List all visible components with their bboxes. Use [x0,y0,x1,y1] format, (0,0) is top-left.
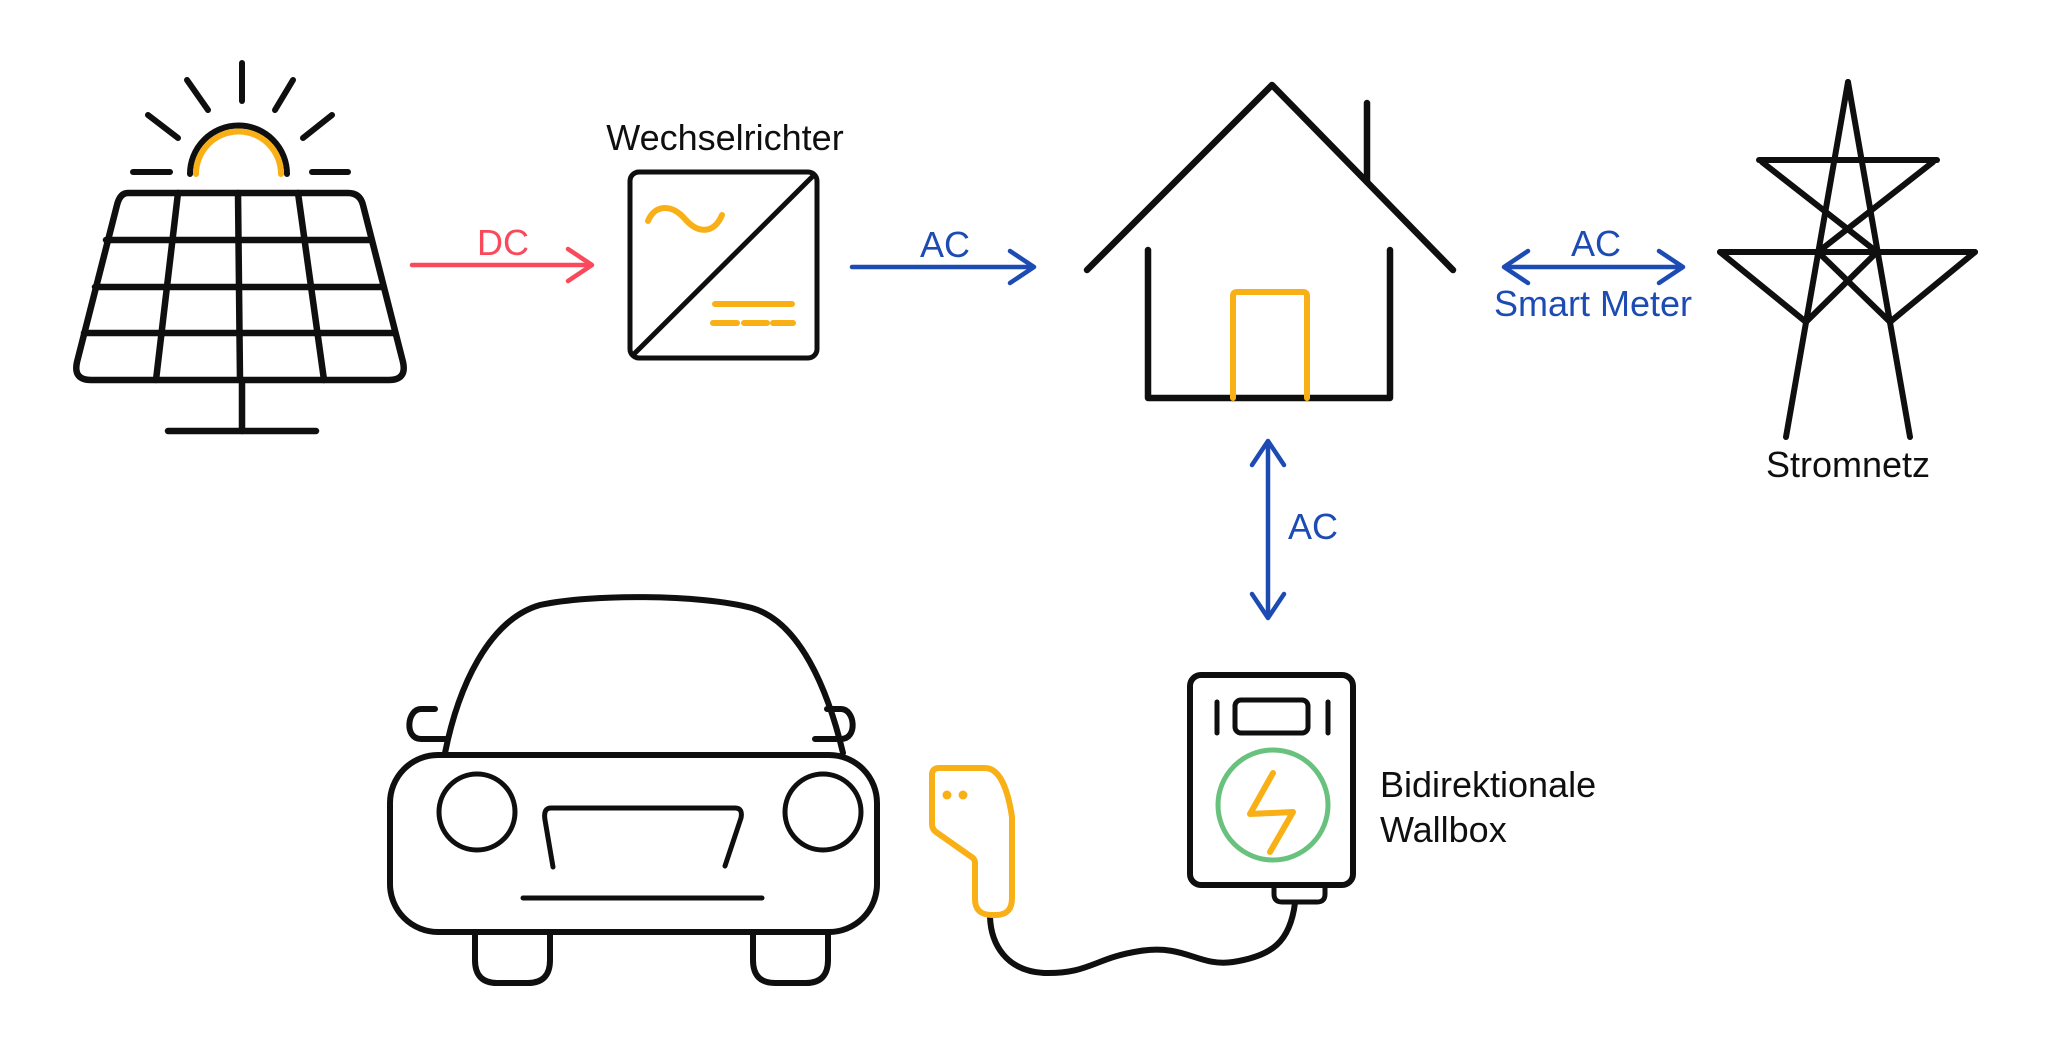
car-right-mirror [812,706,856,742]
dc-label: DC [477,222,529,263]
car-body [387,752,880,935]
pylon-brace-outer-left [1717,249,1809,325]
house-roof [1083,81,1457,274]
lightning-bolt-icon [1247,770,1296,855]
sun-ray-upper-right [272,77,296,113]
plug-dot-right [958,790,968,800]
house-door [1230,289,1310,401]
wallbox-cable-outlet [1271,883,1328,905]
pylon-brace-mid-right [1803,249,1880,325]
charging-plug-icon [929,765,1298,977]
charging-cable [987,900,1298,977]
plug-body [929,765,1015,918]
ac-label: AC [920,224,970,265]
pylon-brace-upper-right [1815,159,1936,255]
inverter-ac-sine [645,205,725,233]
inverter-label: Wechselrichter [606,117,843,158]
pylon-brace-upper-left [1759,159,1880,255]
ac-flow-arrow-house-wallbox: AC [1249,438,1338,621]
wallbox-label-line1: Bidirektionale [1380,764,1596,805]
car-right-headlight [782,771,864,853]
smart-meter-arrow-left-head [1501,248,1531,286]
ac-flow-arrow-inverter-house: AC [849,224,1037,286]
car-icon [387,594,880,986]
solar-panel-icon [73,60,407,435]
pylon-brace-outer-right [1887,249,1978,325]
dc-flow-arrow: DC [409,222,595,284]
car-left-headlight [436,771,518,853]
ac-arrow-head [1007,248,1037,286]
wallbox-housing [1187,672,1356,888]
wallbox-label-line2: Wallbox [1380,809,1507,850]
car-right-wheel [750,929,831,986]
car-cabin [442,594,846,756]
pylon-right-leg [1845,79,1913,440]
ac-vertical-arrow-bottom-head [1249,591,1287,621]
sun-icon [130,60,351,177]
wallbox-display [1232,697,1311,736]
plug-dot-left [942,790,952,800]
car-left-wheel [472,929,553,986]
house-icon [1083,81,1457,402]
dc-arrow-head [565,246,595,284]
inverter-diagonal [631,173,816,357]
power-pylon-icon: Stromnetz [1717,79,1978,485]
house-walls [1144,246,1394,402]
inverter-icon: Wechselrichter [606,117,844,361]
sun-inner-arc [193,128,284,177]
grid-label: Stromnetz [1766,444,1930,485]
pylon-brace-mid-left [1815,249,1893,325]
panel-frame [73,189,407,384]
pylon-left-leg [1783,79,1851,440]
sun-ray-upper-left [184,77,211,113]
sun-ray-left-diagonal [145,112,181,141]
sun-outer-arc [187,122,290,177]
sun-ray-right-diagonal [300,112,335,141]
smart-meter-arrow-right-head [1656,248,1686,286]
ac-grid-label: AC [1571,223,1621,264]
ac-wallbox-label: AC [1288,506,1338,547]
car-grille [542,805,744,870]
wallbox-status-ring [1215,747,1331,863]
wallbox-icon: Bidirektionale Wallbox [1187,672,1596,905]
ac-vertical-arrow-top-head [1249,438,1287,468]
car-left-mirror [406,706,450,742]
ac-smart-meter-arrow: AC Smart Meter [1494,223,1692,324]
inverter-box [627,169,820,361]
smart-meter-label: Smart Meter [1494,283,1692,324]
